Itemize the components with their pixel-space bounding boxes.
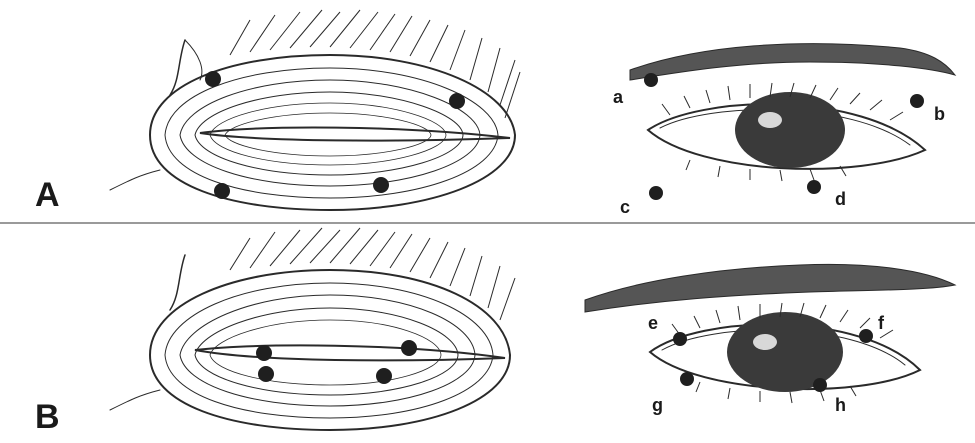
panel-label-b: B [35,398,60,436]
point-label-h: h [835,395,846,415]
injection-point-dot [376,368,392,384]
injection-point-dot [910,94,924,108]
orbicularis-muscle-drawing-a [110,10,520,210]
pupil-highlight-b [753,334,777,350]
panel-a: a b c d A [35,10,955,217]
panel-label-a: A [35,176,60,214]
injection-point-dot [644,73,658,87]
orbicularis-muscle-drawing-b [110,228,515,430]
eyebrow-b [585,264,955,312]
point-label-g: g [652,395,663,415]
injection-point-dot [649,186,663,200]
point-label-b: b [934,104,945,124]
eyebrow-a [630,44,955,80]
panel-b: e f g h B [35,228,955,436]
point-label-a: a [613,87,624,107]
injection-point-dot [214,183,230,199]
injection-point-dot [258,366,274,382]
eye-drawing-b [585,264,955,403]
eye-drawing-a [630,44,955,181]
injection-point-dot [256,345,272,361]
point-label-c: c [620,197,630,217]
point-label-f: f [878,313,885,333]
injection-point-dot [673,332,687,346]
injection-point-dot [680,372,694,386]
point-label-e: e [648,313,658,333]
injection-point-dot [449,93,465,109]
eyebrow-hair-a [230,10,520,118]
iris-a [735,92,845,168]
injection-point-dot [813,378,827,392]
injection-point-dot [807,180,821,194]
injection-point-dot [859,329,873,343]
pupil-highlight-a [758,112,782,128]
point-label-d: d [835,189,846,209]
injection-point-dot [401,340,417,356]
injection-point-dot [373,177,389,193]
iris-b [727,312,843,392]
injection-point-dot [205,71,221,87]
